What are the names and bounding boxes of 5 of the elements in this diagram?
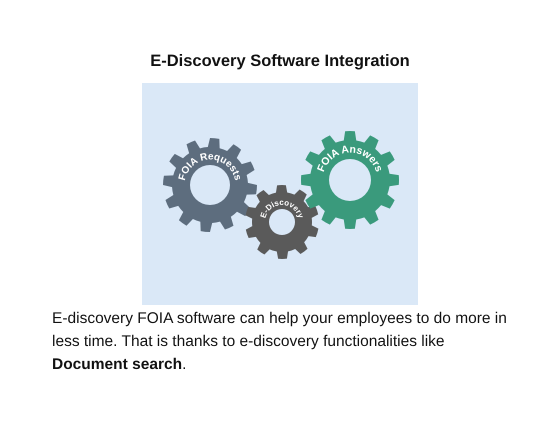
diagram-title: E-Discovery Software Integration: [149, 51, 411, 72]
gear: [163, 138, 257, 232]
caption-text: E-discovery FOIA software can help your employees to do more in less time. That is thanks to e-discovery functionalities like Document search.: [52, 309, 508, 375]
gear: [301, 131, 399, 229]
gear: [245, 185, 319, 259]
